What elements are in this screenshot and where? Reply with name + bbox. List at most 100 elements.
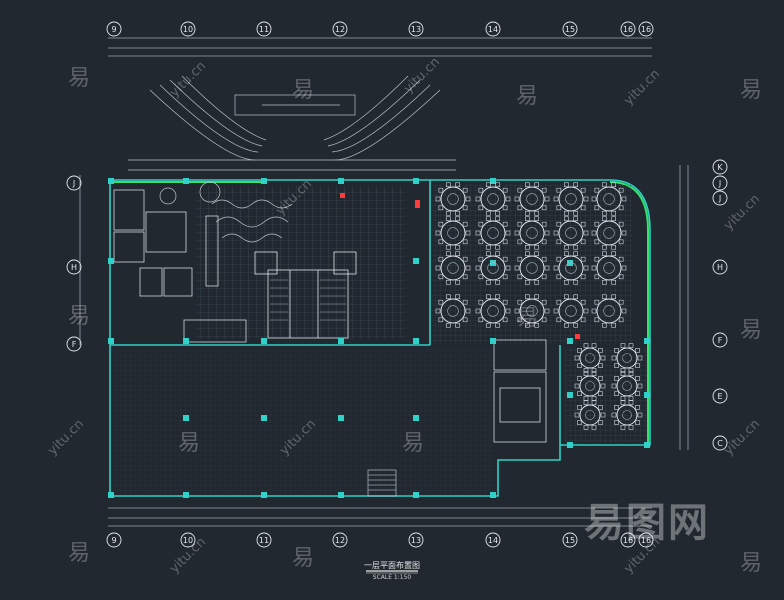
axis-bubble-top: 15: [562, 21, 578, 37]
axis-bubble-bottom: 13: [408, 532, 424, 548]
banquet-table: [514, 294, 550, 328]
banquet-table: [591, 216, 627, 250]
axis-bubble-bottom: 12: [332, 532, 348, 548]
watermark-mark: 易: [740, 318, 763, 343]
banquet-table: [435, 182, 471, 216]
svg-text:16: 16: [623, 25, 633, 34]
banquet-table: [514, 216, 550, 250]
svg-text:14: 14: [488, 25, 498, 34]
svg-text:13: 13: [411, 536, 421, 545]
axis-bubble-top: 16: [638, 21, 654, 37]
drawing-scale: SCALE 1:150: [372, 574, 412, 581]
watermark-mark: 易: [402, 431, 425, 456]
axis-bubble-bottom: 15: [562, 532, 578, 548]
banquet-table: [591, 251, 627, 285]
private-table: [574, 400, 606, 430]
banquet-table: [475, 294, 511, 328]
axis-bubbles-top: 9 10 11 12 13 14 15 16 16: [106, 21, 654, 37]
brand-watermark: 易图网: [584, 500, 710, 546]
axis-bubble-right: C: [712, 435, 728, 451]
axis-bubble-left: J: [66, 175, 82, 191]
axis-bubble-bottom: 14: [485, 532, 501, 548]
svg-text:16: 16: [641, 536, 651, 545]
facade-green-line: [609, 181, 649, 445]
watermark-mark: 易: [178, 431, 201, 456]
svg-text:16: 16: [623, 536, 633, 545]
terrace-arcs: [128, 75, 456, 171]
watermark-mark: 易: [740, 551, 763, 576]
axis-bubble-bottom: 16: [638, 532, 654, 548]
banquet-table: [591, 294, 627, 328]
axis-bubble-bottom: 9: [106, 532, 122, 548]
watermark-mark: 易: [516, 306, 539, 331]
watermark-mark: 易: [68, 541, 91, 566]
axis-bubble-top: 14: [485, 21, 501, 37]
svg-text:H: H: [71, 263, 77, 272]
watermark-mark: 易: [740, 78, 763, 103]
svg-text:K: K: [717, 163, 723, 172]
private-table: [611, 400, 643, 430]
central-stair: [254, 251, 357, 339]
axis-bubble-right: J: [712, 190, 728, 206]
svg-text:J: J: [718, 179, 721, 188]
svg-text:F: F: [72, 340, 77, 349]
private-dining-tables: [574, 343, 643, 430]
axis-bubble-top: 13: [408, 21, 424, 37]
svg-text:9: 9: [111, 536, 116, 545]
svg-text:J: J: [72, 179, 75, 188]
private-table: [611, 371, 643, 401]
banquet-table: [553, 182, 589, 216]
columns: [108, 178, 650, 498]
svg-text:11: 11: [259, 25, 269, 34]
svg-text:14: 14: [488, 536, 498, 545]
open-hall-floor: [113, 348, 495, 493]
svg-text:16: 16: [641, 25, 651, 34]
planting-feature: [159, 181, 293, 243]
svg-text:12: 12: [335, 25, 345, 34]
axis-bubble-left: F: [66, 336, 82, 352]
axis-bubble-right: E: [712, 388, 728, 404]
axis-bubble-bottom: 11: [256, 532, 272, 548]
axis-bubble-top: 12: [332, 21, 348, 37]
banquet-table: [514, 182, 550, 216]
drawing-title: 一层平面布置图: [364, 561, 420, 570]
svg-text:10: 10: [183, 25, 193, 34]
private-table: [611, 343, 643, 373]
axis-bubble-right: J: [712, 175, 728, 191]
axis-bubble-right: F: [712, 332, 728, 348]
svg-text:E: E: [717, 392, 722, 401]
banquet-table: [435, 216, 471, 250]
svg-text:9: 9: [111, 25, 116, 34]
watermark-mark: 易: [292, 546, 315, 571]
svg-text:H: H: [717, 263, 723, 272]
office-room: [493, 339, 547, 443]
banquet-tables: [435, 182, 627, 328]
watermark-mark: 易: [292, 78, 315, 103]
lower-stair: [367, 469, 397, 497]
banquet-table: [553, 216, 589, 250]
left-rooms: [113, 189, 247, 343]
banquet-table: [514, 251, 550, 285]
dimension-lines: [79, 37, 689, 527]
axis-bubbles-left: J H F: [66, 175, 82, 352]
svg-text:12: 12: [335, 536, 345, 545]
banquet-table: [475, 182, 511, 216]
watermark-mark: 易: [68, 304, 91, 329]
axis-bubble-bottom: 10: [180, 532, 196, 548]
private-table: [574, 343, 606, 373]
banquet-table: [553, 294, 589, 328]
axis-bubble-bottom: 16: [620, 532, 636, 548]
svg-text:13: 13: [411, 25, 421, 34]
svg-text:C: C: [717, 439, 723, 448]
red-markers: [340, 193, 580, 339]
watermark-mark: 易: [68, 66, 91, 91]
banquet-table: [553, 251, 589, 285]
axis-bubbles-bottom: 9 10 11 12 13 14 15 16 16: [106, 532, 654, 548]
svg-text:F: F: [718, 336, 723, 345]
svg-text:15: 15: [565, 536, 575, 545]
svg-text:10: 10: [183, 536, 193, 545]
svg-text:15: 15: [565, 25, 575, 34]
